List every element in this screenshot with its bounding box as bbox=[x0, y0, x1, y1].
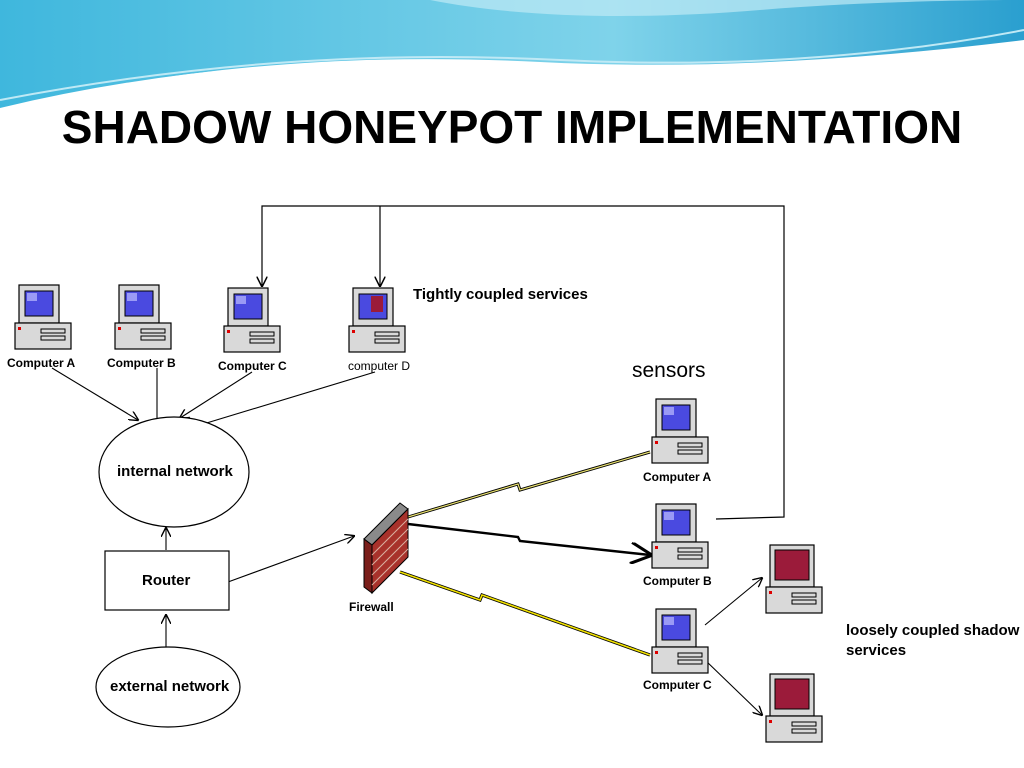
sensor-c-label: Computer C bbox=[643, 678, 712, 692]
tightly-coupled-label: Tightly coupled services bbox=[413, 286, 588, 303]
shadow-computer-icon bbox=[765, 544, 823, 614]
computer-b-label: Computer B bbox=[107, 356, 176, 370]
loosely-coupled-label-2: services bbox=[846, 642, 907, 659]
computer-icon bbox=[348, 287, 406, 353]
computer-d-label: computer D bbox=[348, 359, 411, 373]
computer-icon bbox=[114, 284, 172, 350]
header-wave bbox=[0, 0, 1024, 110]
computer-icon bbox=[14, 284, 72, 350]
sensor-b-label: Computer B bbox=[643, 574, 712, 588]
shadow-computer-icon bbox=[765, 673, 823, 743]
computer-c-label: Computer C bbox=[218, 359, 287, 373]
computer-icon bbox=[651, 608, 709, 674]
sensor-a-label: Computer A bbox=[643, 470, 712, 484]
internal-network-ellipse bbox=[98, 416, 250, 528]
router-box bbox=[104, 550, 230, 611]
computer-icon bbox=[651, 503, 709, 569]
firewall-label: Firewall bbox=[349, 600, 394, 614]
computer-icon bbox=[223, 287, 281, 353]
external-network-label: external network bbox=[110, 678, 230, 695]
firewall-icon bbox=[363, 502, 409, 595]
loosely-coupled-label-1: loosely coupled shadow bbox=[846, 622, 1020, 639]
computer-a-label: Computer A bbox=[7, 356, 76, 370]
page-title: SHADOW HONEYPOT IMPLEMENTATION bbox=[61, 101, 963, 153]
computer-icon bbox=[651, 398, 709, 464]
router-label: Router bbox=[142, 572, 191, 589]
internal-network-label: internal network bbox=[117, 463, 233, 480]
external-network-ellipse bbox=[95, 646, 241, 728]
sensors-label: sensors bbox=[632, 359, 706, 382]
